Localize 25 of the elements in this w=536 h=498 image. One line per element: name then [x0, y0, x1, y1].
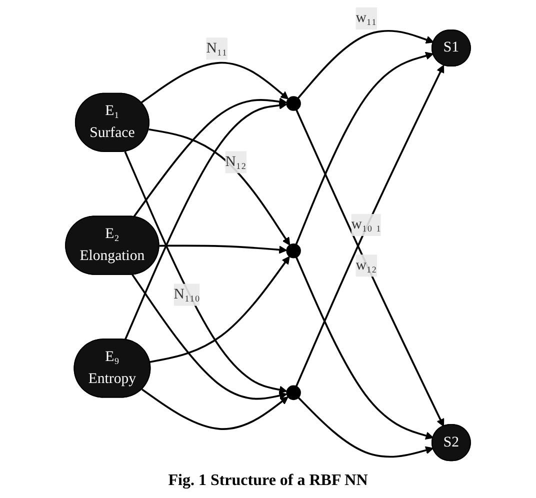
- arrow: [159, 244, 287, 254]
- edge-label: w₁₀ ₁: [351, 216, 382, 232]
- arrow: [148, 128, 290, 246]
- arrow: [295, 256, 434, 440]
- arrow: [297, 30, 434, 99]
- arrow: [295, 52, 434, 245]
- arrow: [133, 98, 288, 218]
- arrow: [295, 64, 444, 387]
- edge-label: w₁₂: [356, 257, 377, 274]
- node-circle: [286, 96, 301, 111]
- arrow: [296, 109, 444, 427]
- arrow: [140, 62, 289, 104]
- arrow: [124, 101, 288, 340]
- node-circle: [286, 385, 301, 400]
- arrow: [150, 256, 290, 363]
- arrow: [124, 151, 288, 394]
- arrow: [141, 388, 288, 430]
- edge-label: N₁₂: [225, 154, 246, 170]
- node-circle: [286, 243, 301, 258]
- edge-label: N₁₁: [206, 40, 228, 56]
- arrow: [298, 396, 434, 458]
- edge-label: N₁₁₀: [174, 286, 200, 302]
- caption: Fig. 1 Structure of a RBF NN: [168, 471, 368, 491]
- arrow: [132, 274, 288, 400]
- edge-label: w₁₁: [356, 10, 377, 26]
